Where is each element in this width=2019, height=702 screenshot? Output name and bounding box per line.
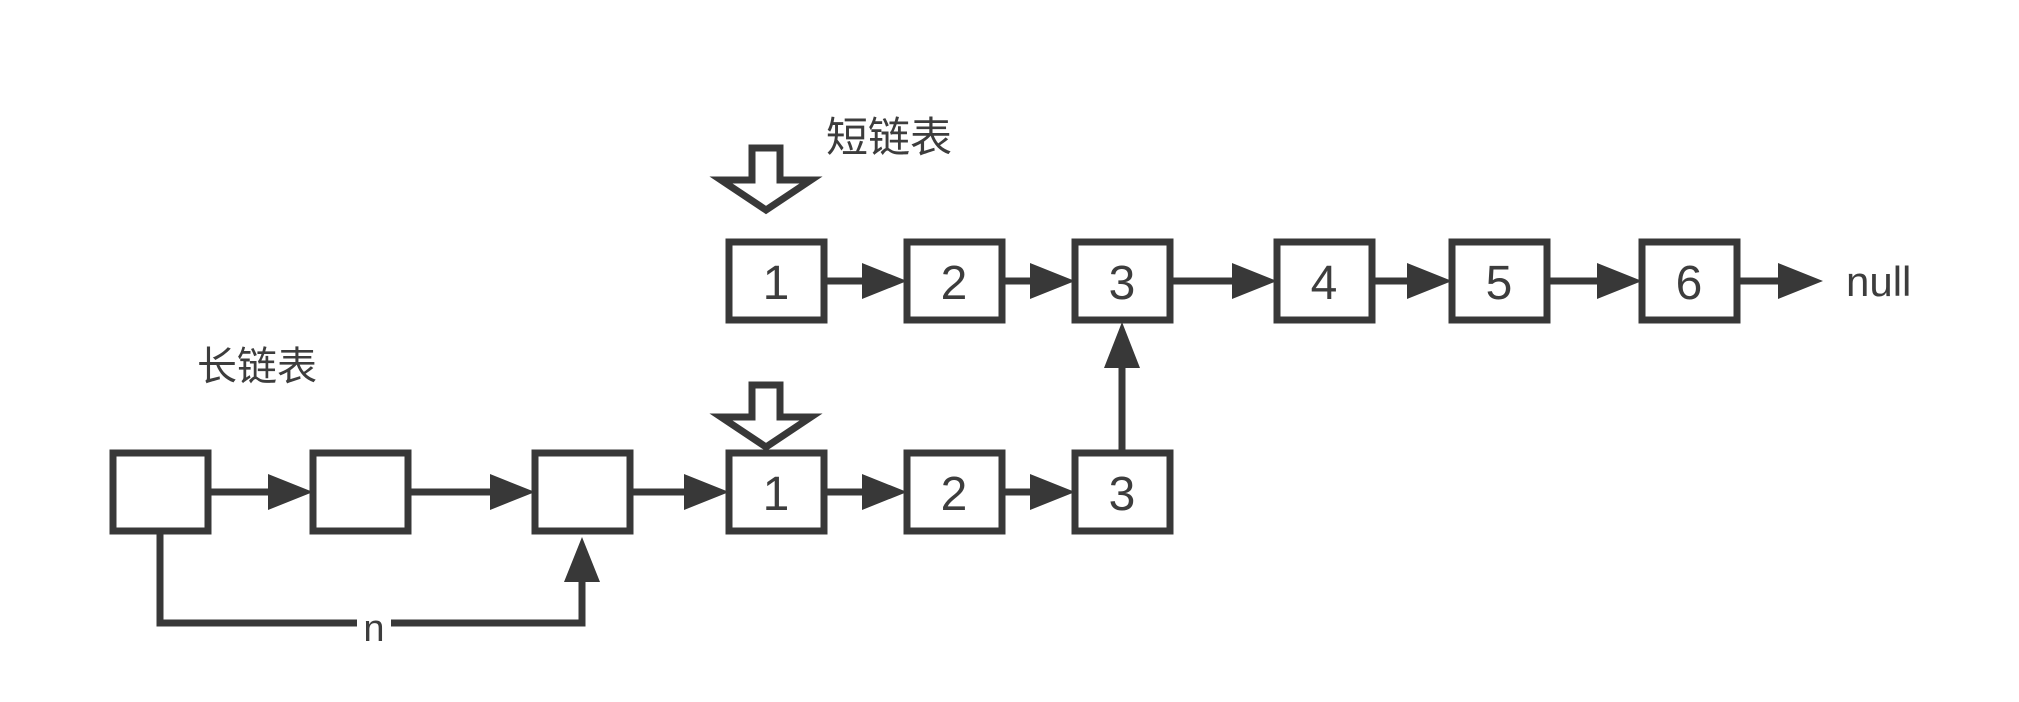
long-list-empty-node-box <box>531 449 634 535</box>
null-pointer-arrow-icon <box>1737 263 1823 299</box>
long-list-head-pointer-icon <box>709 381 823 452</box>
short-list-node-value: 3 <box>1109 257 1136 310</box>
short-list-node-box <box>1071 238 1174 324</box>
long-list-label: 长链表 <box>197 345 317 389</box>
long-list-empty-node-box <box>109 449 212 535</box>
short-list-node-box <box>1448 238 1551 324</box>
short-list-node-value: 1 <box>763 257 790 310</box>
long-list-link-arrow-icon <box>824 474 907 510</box>
skip-count-label: n <box>363 608 384 650</box>
short-list-node-box <box>725 238 828 324</box>
long-list-link-arrow-icon <box>408 474 535 510</box>
short-list-node-box <box>903 238 1006 324</box>
skip-n-loop-arrow-icon <box>156 531 600 627</box>
long-list-node-value: 1 <box>763 468 790 521</box>
short-list-link-arrow-icon <box>1372 263 1452 299</box>
long-list-link-arrow-icon <box>630 474 729 510</box>
long-list-node-value: 3 <box>1109 468 1136 521</box>
null-label: null <box>1846 258 1911 305</box>
long-list-empty-node-box <box>309 449 412 535</box>
short-list-node-value: 2 <box>941 257 968 310</box>
short-list-node-value: 5 <box>1486 257 1513 310</box>
short-list-head-pointer-icon <box>709 144 823 215</box>
short-list-link-arrow-icon <box>1170 263 1277 299</box>
long-list-node-value: 2 <box>941 468 968 521</box>
long-list-link-arrow-icon <box>208 474 313 510</box>
long-list-link-arrow-icon <box>1002 474 1075 510</box>
short-list-link-arrow-icon <box>1547 263 1642 299</box>
short-list-label: 短链表 <box>826 114 952 161</box>
short-list-node-value: 4 <box>1311 257 1338 310</box>
short-list-link-arrow-icon <box>1002 263 1075 299</box>
intersection-arrow-icon <box>1104 322 1140 453</box>
short-list-link-arrow-icon <box>824 263 907 299</box>
short-list-node-value: 6 <box>1676 257 1703 310</box>
